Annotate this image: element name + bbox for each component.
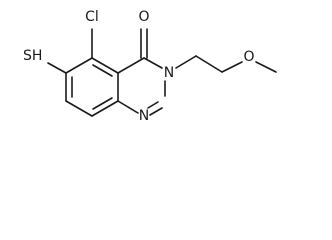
chlorine-label: Cl (85, 9, 99, 25)
benzene-ring (65, 57, 119, 117)
bond-ch2-o (221, 61, 243, 73)
carbonyl-oxygen-label: O (138, 9, 149, 25)
bond-o-ch3 (255, 61, 277, 73)
bond-c4a-c5 (91, 57, 119, 74)
pyrimidinone-ring (117, 57, 166, 116)
bond-ch2-ch2 (195, 55, 223, 73)
ring-nitrogen-1-label: N (139, 108, 149, 124)
bond-c6-s (47, 62, 67, 74)
quinazolinone-structure-diagram: Cl SH O N N O (23, 9, 277, 124)
ether-oxygen-label: O (243, 49, 254, 65)
bond-c4a-c5-inner (92, 64, 113, 77)
bond-c8-c8a (91, 100, 119, 117)
bond-c5-c6 (65, 57, 93, 74)
substituent-bonds (47, 28, 277, 74)
bond-c7-c8 (65, 100, 93, 117)
bond-c8-c8a-inner (92, 97, 113, 110)
ring-nitrogen-3-label: N (164, 65, 174, 81)
atom-labels: Cl SH O N N O (23, 9, 255, 124)
bond-n3-ch2 (175, 55, 197, 69)
bond-n1-c8a (117, 100, 139, 114)
bond-c2-n1 (149, 107, 163, 116)
thiol-label: SH (23, 48, 42, 64)
bond-c4-n3 (143, 57, 163, 69)
bond-c2-n1-inner (147, 101, 159, 109)
bond-c4a-c4 (117, 57, 145, 74)
